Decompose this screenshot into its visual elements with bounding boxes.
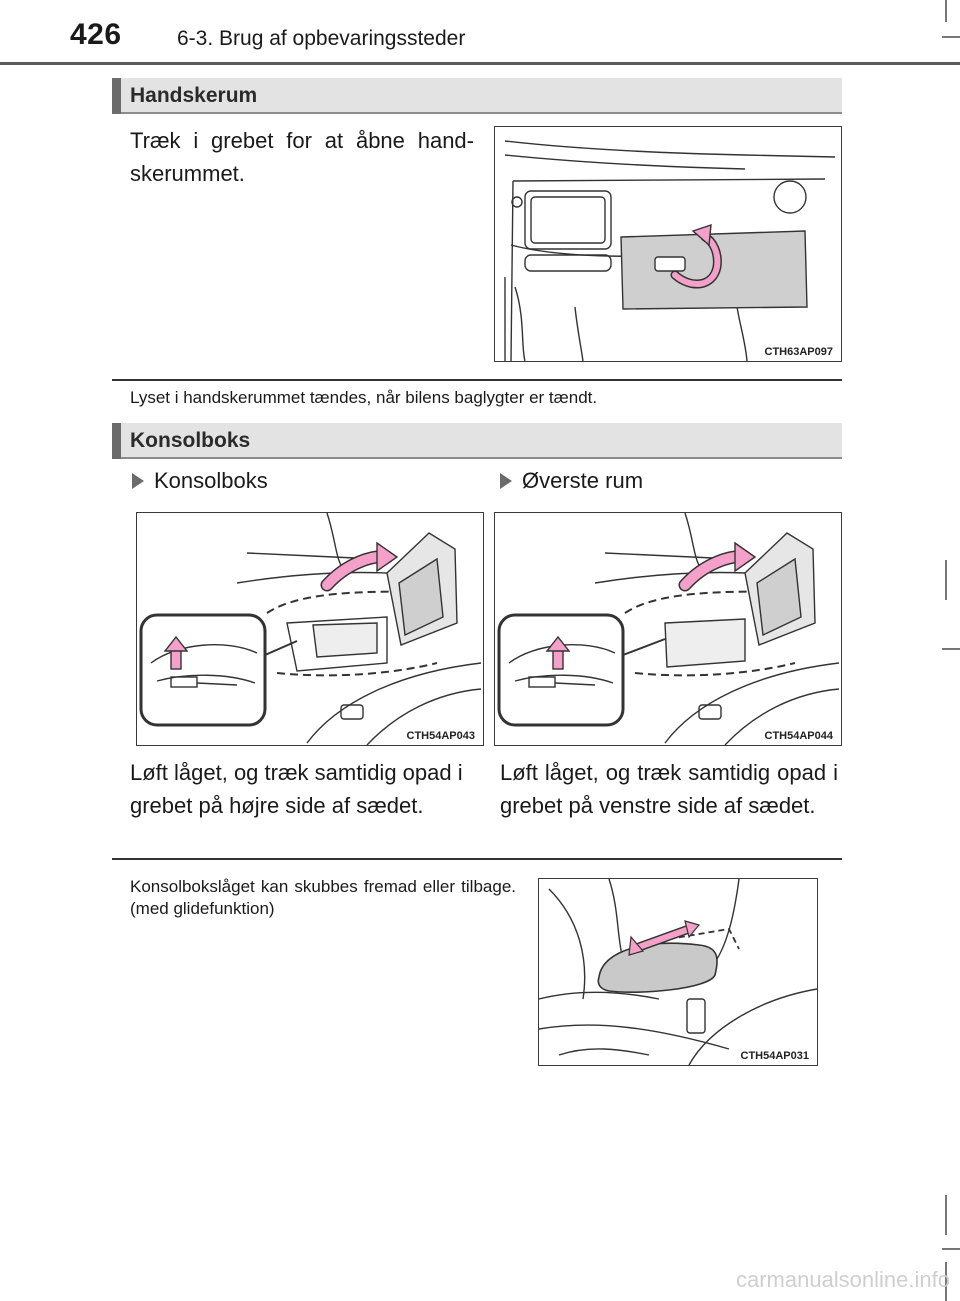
header-rule (0, 62, 960, 65)
glovebox-figure: CTH63AP097 (494, 126, 842, 362)
detail-inset (139, 613, 267, 727)
section-heading-glovebox: Handskerum (112, 78, 842, 114)
section-marker (112, 78, 121, 114)
glovebox-note: Lyset i handskerummet tændes, når bilens… (130, 388, 598, 407)
chapter-title: 6-3. Brug af opbevaringssteder (177, 27, 466, 50)
slide-illustration (539, 879, 817, 1065)
console-figure-right: CTH54AP044 (494, 512, 842, 746)
figure-code: CTH54AP044 (762, 730, 835, 742)
section-marker (112, 423, 121, 459)
section-heading-console: Konsolboks (112, 423, 842, 459)
figure-code: CTH54AP043 (404, 730, 477, 742)
console-right-heading: Øverste rum (500, 468, 643, 494)
crop-mark (942, 648, 960, 650)
glovebox-instruction: Træk i grebet for at åbne hand-skerummet… (130, 128, 474, 186)
crop-mark (945, 1195, 947, 1235)
bullet-triangle-icon (500, 473, 512, 489)
console-slide-note: Konsolbokslåget kan skubbes fremad eller… (130, 877, 516, 918)
console-illustration-right (497, 513, 840, 745)
bullet-triangle-icon (132, 473, 144, 489)
page-number: 426 (70, 18, 122, 51)
console-slide-figure: CTH54AP031 (538, 878, 818, 1066)
glovebox-illustration (504, 140, 836, 361)
crop-mark (945, 0, 947, 22)
console-illustration-left (139, 513, 482, 745)
glovebox-handle (654, 256, 686, 272)
section-title: Konsolboks (130, 429, 251, 452)
pull-arrow (672, 234, 721, 287)
section-divider (112, 858, 842, 860)
figure-code: CTH54AP031 (738, 1050, 811, 1062)
crop-mark (945, 560, 947, 600)
section-divider (112, 379, 842, 381)
console-right-title: Øverste rum (522, 468, 644, 493)
watermark: carmanualsonline.info (735, 1267, 950, 1292)
console-left-title: Konsolboks (154, 468, 268, 493)
console-right-text: Løft låget, og træk samtidig opad i greb… (500, 760, 838, 818)
slide-arrow (636, 926, 692, 950)
figure-code: CTH63AP097 (762, 346, 835, 358)
console-left-text: Løft låget, og træk samtidig opad i greb… (130, 760, 463, 818)
console-figure-left: CTH54AP043 (136, 512, 484, 746)
crop-mark (945, 1262, 947, 1301)
crop-mark (942, 36, 960, 38)
crop-mark (942, 1248, 960, 1250)
console-lid (597, 942, 718, 994)
console-left-heading: Konsolboks (132, 468, 268, 494)
section-title: Handskerum (130, 84, 258, 107)
detail-inset (497, 613, 625, 727)
